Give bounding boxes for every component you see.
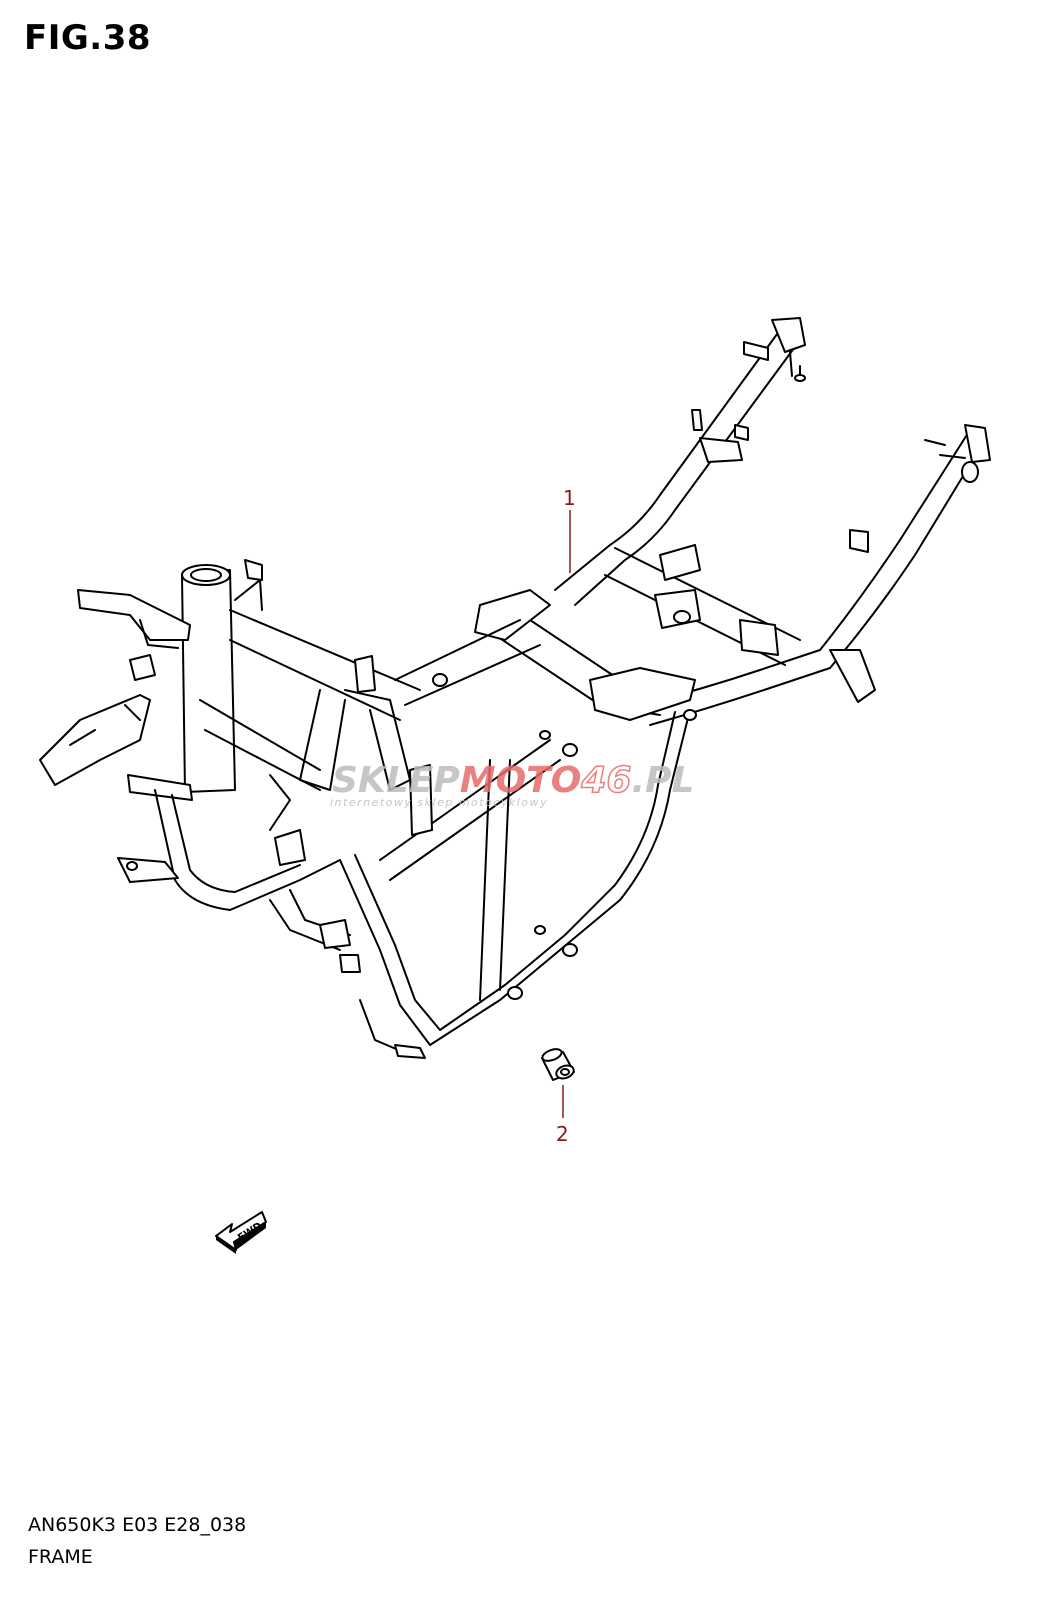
svg-text:SKLEPMOTO46.PL: SKLEPMOTO46.PL [332, 760, 694, 801]
spacer-part-2 [541, 1048, 575, 1081]
watermark-brand-1: SKLEP [332, 760, 460, 801]
callout-1-label: 1 [563, 486, 576, 510]
model-code: AN650K3 E03 E28_038 [28, 1514, 247, 1536]
watermark-brand-3: 46 [580, 760, 631, 801]
callout-2: 2 [556, 1085, 569, 1146]
watermark-logo: SKLEPMOTO46.PL internetowy sklep motocyk… [330, 759, 694, 809]
watermark-tagline: internetowy sklep motocyklowy [330, 796, 548, 809]
fwd-arrow-icon: FWD [215, 1211, 267, 1254]
section-name: FRAME [28, 1546, 93, 1568]
frame-part-1 [39, 317, 991, 1059]
watermark-brand-4: .PL [631, 760, 694, 801]
figure-title: FIG.38 [24, 18, 152, 58]
callout-2-label: 2 [556, 1122, 569, 1146]
callout-1: 1 [563, 486, 576, 573]
watermark-brand-2: MOTO [460, 760, 582, 801]
